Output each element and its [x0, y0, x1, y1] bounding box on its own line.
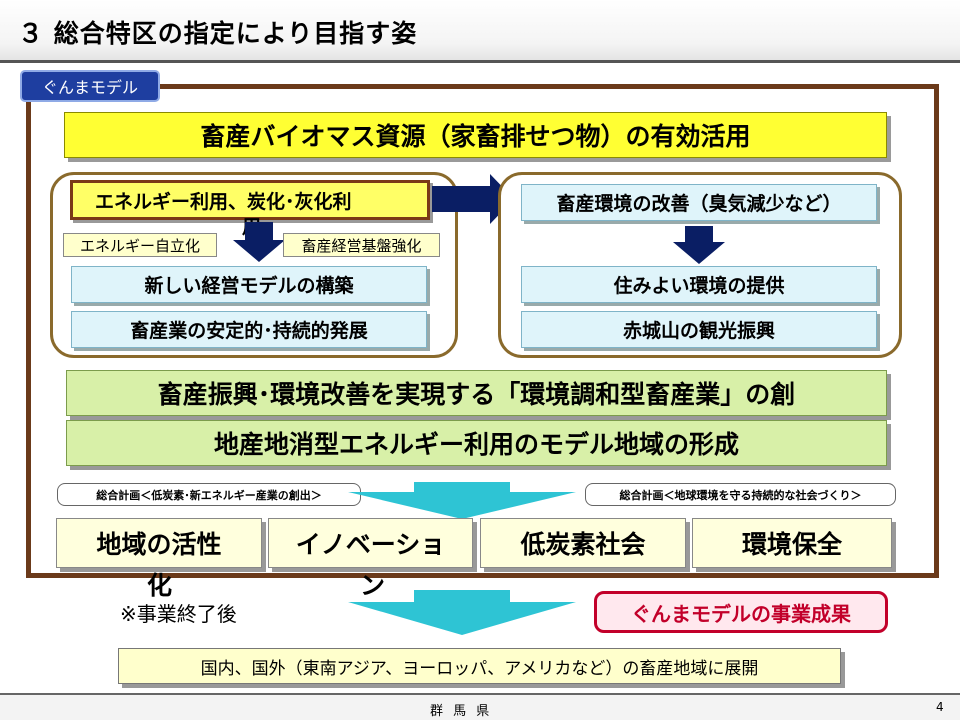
project-result-badge: ぐんまモデルの事業成果 — [594, 591, 888, 633]
teal-down-arrow-icon — [348, 590, 576, 635]
title-divider — [0, 60, 960, 63]
outcome-overflow-char: ン — [360, 571, 386, 600]
model-tag: ぐんまモデル — [20, 70, 160, 102]
outcome-innovation: イノベーショ — [268, 518, 473, 568]
plan-tag-low-carbon: 総合計画＜低炭素･新エネルギー産業の創出＞ — [57, 483, 361, 506]
footer-divider — [0, 693, 960, 695]
footer-bar — [0, 695, 960, 720]
footer-organization: 群 馬 県 — [430, 704, 493, 719]
akagi-tourism-box: 赤城山の観光振興 — [521, 311, 877, 348]
stable-development-box: 畜産業の安定的･持続的発展 — [71, 311, 427, 348]
livestock-management-tag: 畜産経営基盤強化 — [283, 233, 440, 257]
teal-down-arrow-icon — [348, 482, 576, 519]
down-arrow-icon — [233, 222, 285, 262]
energy-independence-tag: エネルギー自立化 — [63, 233, 217, 257]
post-project-note: ※事業終了後 — [120, 602, 237, 626]
outcome-low-carbon-society: 低炭素社会 — [480, 518, 686, 568]
energy-use-box: エネルギー利用、炭化･灰化利 — [70, 180, 430, 220]
outcome-regional-revitalization: 地域の活性 — [56, 518, 262, 568]
outcome-overflow-char: 化 — [147, 571, 173, 600]
down-arrow-icon — [673, 226, 725, 264]
plan-tag-sustainable-society: 総合計画＜地球環境を守る持続的な社会づくり＞ — [585, 483, 896, 506]
energy-model-region-banner: 地産地消型エネルギー利用のモデル地域の形成 — [66, 420, 887, 466]
new-business-model-box: 新しい経営モデルの構築 — [71, 266, 427, 303]
environment-improvement-box: 畜産環境の改善（臭気減少など） — [521, 184, 877, 221]
eco-livestock-banner: 畜産振興･環境改善を実現する「環境調和型畜産業」の創 — [66, 370, 887, 416]
outcome-environmental-conservation: 環境保全 — [692, 518, 892, 568]
livable-environment-box: 住みよい環境の提供 — [521, 266, 877, 303]
expansion-box: 国内、国外（東南アジア、ヨーロッパ、アメリカなど）の畜産地域に展開 — [118, 648, 841, 684]
title-bar — [0, 0, 960, 62]
page-number: 4 — [936, 700, 944, 714]
page-title: ３ 総合特区の指定により目指す姿 — [18, 19, 418, 48]
biomass-banner: 畜産バイオマス資源（家畜排せつ物）の有効活用 — [64, 112, 887, 158]
right-arrow-icon — [432, 174, 514, 224]
